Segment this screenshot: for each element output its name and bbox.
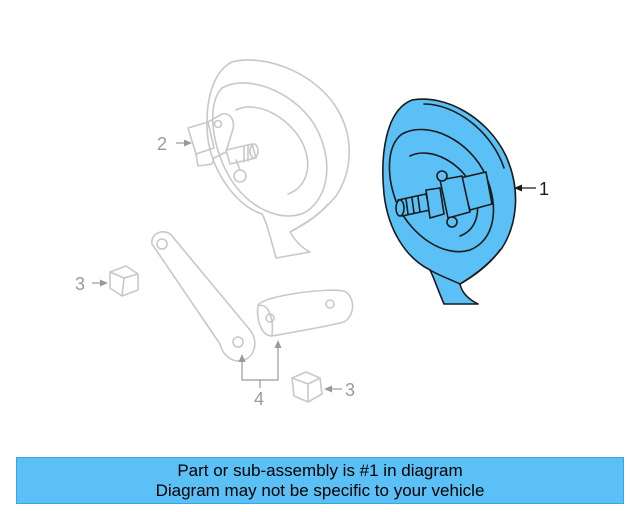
leader-lines	[92, 139, 536, 393]
callout-2: 2	[157, 134, 167, 154]
ghost-nut-left	[109, 265, 139, 297]
ghost-nut-right	[291, 371, 323, 403]
banner-line-2: Diagram may not be specific to your vehi…	[155, 480, 485, 500]
info-banner: Part or sub-assembly is #1 in diagram Di…	[16, 457, 624, 504]
callout-4: 4	[254, 389, 264, 409]
callout-1: 1	[539, 179, 549, 199]
banner-line-1: Part or sub-assembly is #1 in diagram	[177, 460, 463, 480]
callout-3-right: 3	[345, 380, 355, 400]
ghost-spacer	[256, 289, 354, 337]
ghost-strap-bracket	[151, 231, 256, 362]
ghost-horn	[187, 59, 350, 259]
highlighted-horn	[382, 98, 517, 305]
parts-diagram: 1 2 3 3 4	[75, 59, 549, 409]
callout-3-left: 3	[75, 274, 85, 294]
